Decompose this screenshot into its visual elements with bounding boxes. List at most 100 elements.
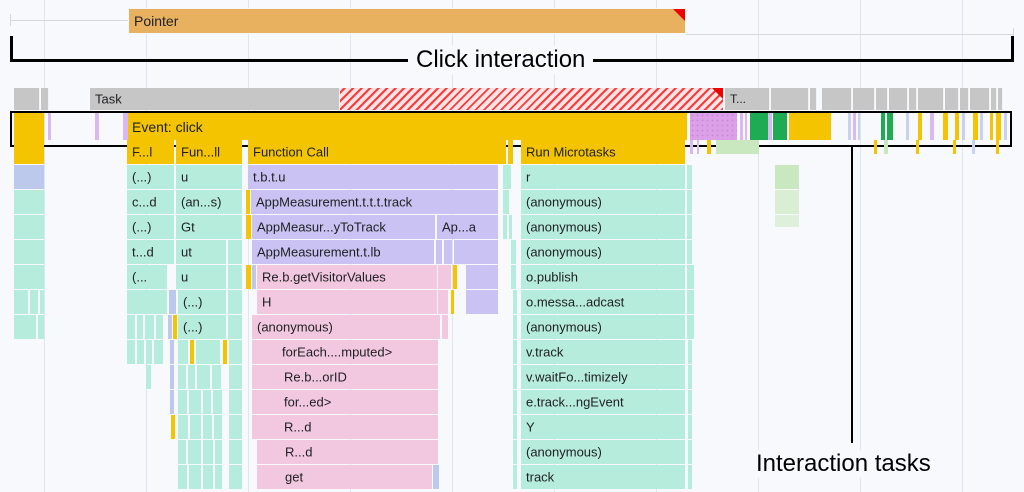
- flame-cell[interactable]: (...: [127, 265, 167, 289]
- flame-cell[interactable]: [687, 190, 692, 214]
- flame-cell[interactable]: (...): [178, 290, 226, 314]
- flame-cell[interactable]: [503, 165, 511, 189]
- flame-cell[interactable]: Fun...ll: [176, 140, 242, 164]
- flame-cell[interactable]: Gt: [176, 215, 242, 239]
- flame-cell[interactable]: [30, 290, 38, 314]
- flame-cell[interactable]: [688, 340, 692, 364]
- flame-cell[interactable]: F...l: [127, 140, 174, 164]
- task-bar-segment[interactable]: [876, 88, 888, 110]
- flame-cell[interactable]: [190, 340, 194, 364]
- flame-cell[interactable]: Function Call: [248, 140, 506, 164]
- event-row-segment-green[interactable]: [887, 113, 893, 140]
- flame-cell[interactable]: [178, 365, 186, 389]
- flame-cell[interactable]: [444, 240, 452, 264]
- flame-cell[interactable]: [14, 165, 44, 189]
- flame-cell[interactable]: Run Microtasks: [521, 140, 685, 164]
- event-row-segment[interactable]: [95, 113, 99, 140]
- event-row-segment[interactable]: [980, 113, 983, 140]
- flame-cell[interactable]: [697, 140, 699, 154]
- flame-cell[interactable]: [203, 390, 211, 414]
- flame-cell[interactable]: [229, 390, 242, 414]
- flame-cell[interactable]: [503, 190, 509, 214]
- task-bar-segment[interactable]: [822, 88, 852, 110]
- flame-cell[interactable]: c...d: [127, 190, 174, 214]
- task-bar-segment[interactable]: [918, 88, 944, 110]
- flame-cell[interactable]: [229, 465, 242, 489]
- flame-cell[interactable]: [189, 465, 201, 489]
- event-row-segment[interactable]: [858, 113, 860, 140]
- flame-cell[interactable]: [127, 315, 135, 339]
- event-row-segment[interactable]: [906, 113, 909, 140]
- event-row-segment[interactable]: [955, 113, 959, 140]
- flame-cell[interactable]: t.b.t.u: [248, 165, 498, 189]
- task-bar-segment[interactable]: [998, 88, 1003, 110]
- flame-cell[interactable]: [687, 165, 692, 189]
- flame-cell[interactable]: (anonymous): [521, 240, 685, 264]
- flame-cell[interactable]: [513, 390, 517, 414]
- flame-cell[interactable]: [438, 265, 451, 289]
- flame-cell[interactable]: [996, 140, 999, 154]
- event-row-segment[interactable]: [996, 113, 1001, 140]
- flame-cell[interactable]: [442, 315, 448, 339]
- flame-cell[interactable]: (...): [127, 165, 174, 189]
- flame-cell[interactable]: [137, 340, 144, 364]
- event-row-segment[interactable]: [740, 113, 743, 140]
- flame-cell[interactable]: (anonymous): [252, 315, 440, 339]
- flame-cell[interactable]: [454, 240, 498, 264]
- task-bar-long-task[interactable]: [340, 88, 723, 110]
- task-bar-segment[interactable]: [991, 88, 997, 110]
- flame-cell[interactable]: [687, 240, 692, 264]
- flame-cell[interactable]: [246, 215, 251, 239]
- flame-cell[interactable]: o.messa...adcast: [521, 290, 685, 314]
- flame-cell[interactable]: [229, 340, 242, 364]
- flame-cell[interactable]: [229, 440, 242, 464]
- event-row-segment[interactable]: [14, 113, 44, 140]
- flame-cell[interactable]: [513, 290, 517, 314]
- flame-cell[interactable]: [178, 390, 187, 414]
- event-row-segment[interactable]: [48, 113, 51, 140]
- flame-cell[interactable]: [178, 465, 187, 489]
- flame-cell[interactable]: Re.b.getVisitorValues: [257, 265, 437, 289]
- event-row-segment-green[interactable]: [750, 113, 769, 140]
- flame-cell[interactable]: [229, 415, 242, 439]
- pointer-track-bar[interactable]: Pointer: [128, 8, 686, 34]
- event-row-segment[interactable]: [848, 113, 851, 140]
- flame-cell[interactable]: [214, 415, 222, 439]
- flame-cell[interactable]: u: [176, 165, 242, 189]
- flame-cell[interactable]: [687, 215, 692, 239]
- task-bar-segment[interactable]: [909, 88, 917, 110]
- task-bar-segment[interactable]: T...: [725, 88, 770, 110]
- flame-cell[interactable]: [513, 365, 517, 389]
- flame-cell[interactable]: [168, 315, 172, 339]
- flame-cell[interactable]: H: [257, 290, 437, 314]
- flame-cell[interactable]: [127, 340, 135, 364]
- event-row-segment[interactable]: [973, 113, 978, 140]
- flame-cell[interactable]: [688, 365, 692, 389]
- flame-cell[interactable]: AppMeasurement.t.t.t.track: [251, 190, 498, 214]
- flame-cell[interactable]: [178, 440, 186, 464]
- flame-cell[interactable]: [508, 140, 513, 164]
- flame-cell[interactable]: [14, 190, 44, 214]
- flame-cell[interactable]: R...d: [257, 440, 438, 464]
- flame-cell[interactable]: [14, 140, 44, 164]
- flame-cell[interactable]: [690, 140, 693, 154]
- flame-cell[interactable]: [513, 440, 517, 464]
- flame-cell[interactable]: [203, 440, 213, 464]
- flame-cell[interactable]: [511, 265, 516, 289]
- flame-cell[interactable]: [154, 340, 163, 364]
- flame-cell[interactable]: [511, 240, 516, 264]
- flame-cell[interactable]: [14, 265, 44, 289]
- flame-cell[interactable]: Re.b...orID: [252, 365, 438, 389]
- flame-cell[interactable]: v.waitFo...timizely: [521, 365, 685, 389]
- flame-cell[interactable]: (...): [127, 215, 174, 239]
- task-bar-segment[interactable]: [889, 88, 908, 110]
- flame-cell[interactable]: [513, 465, 517, 489]
- flame-cell[interactable]: [203, 465, 213, 489]
- flame-cell[interactable]: [14, 315, 36, 339]
- flame-cell[interactable]: [252, 265, 256, 289]
- flame-cell[interactable]: (anonymous): [521, 315, 685, 339]
- task-bar-segment[interactable]: [945, 88, 959, 110]
- flame-cell[interactable]: [438, 290, 448, 314]
- flame-cell[interactable]: Y: [521, 415, 685, 439]
- flame-cell[interactable]: [178, 340, 188, 364]
